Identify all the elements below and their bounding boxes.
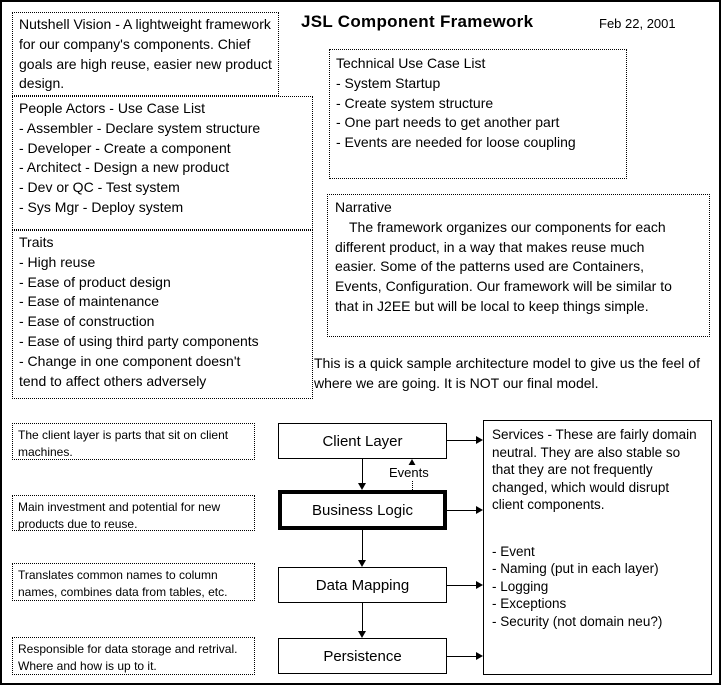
list-item: - Ease of using third party components: [19, 332, 259, 349]
arrow-right-icon: [476, 581, 483, 589]
arrow-down-icon: [358, 560, 366, 567]
list-item: - Exceptions: [492, 596, 567, 611]
layer-label-data-mapping: Data Mapping: [315, 576, 410, 594]
arrow-right-icon: [476, 652, 483, 660]
nutshell-vision-text: Nutshell Vision - A lightweight framewor…: [19, 16, 272, 92]
list-item: - Architect - Design a new product: [19, 159, 230, 176]
nutshell-vision-box: Nutshell Vision - A lightweight framewor…: [12, 12, 279, 96]
list-item: - Naming (put in each layer): [492, 561, 659, 576]
arrow-line: [447, 510, 477, 511]
layer-label-business-logic: Business Logic: [312, 501, 413, 519]
technical-use-case-title: Technical Use Case List: [336, 55, 486, 71]
arrow-line: [362, 459, 363, 485]
list-item: - Security (not domain neu?): [492, 613, 663, 629]
list-item: - Ease of product design: [19, 273, 171, 290]
layer-label-client: Client Layer: [322, 432, 403, 450]
traits-box: Traits - High reuse - Ease of product de…: [12, 230, 313, 399]
layer-box-persistence: Persistence: [278, 638, 447, 674]
arrow-line: [362, 530, 363, 561]
note-data-mapping: Translates common names to column names,…: [12, 563, 255, 601]
list-item: - Change in one component doesn't: [19, 352, 241, 369]
list-item: - Logging: [492, 578, 549, 594]
list-item: - Ease of construction: [19, 313, 155, 330]
page-title: JSL Component Framework: [301, 12, 534, 31]
list-item: - Events are needed for loose coupling: [336, 134, 576, 151]
list-item: - Ease of maintenance: [19, 293, 160, 310]
technical-use-case-box: Technical Use Case List - System Startup…: [329, 49, 627, 179]
list-item: - Event: [492, 543, 535, 559]
sample-model-note: This is a quick sample architecture mode…: [314, 355, 700, 391]
arrow-line: [362, 603, 363, 632]
arrow-right-icon: [476, 436, 483, 444]
arrow-line: [447, 656, 477, 657]
list-item: - System Startup: [336, 74, 441, 91]
arrow-down-icon: [358, 631, 366, 638]
list-item: - Assembler - Declare system structure: [19, 119, 261, 136]
services-text: Services - These are fairly domain neutr…: [492, 427, 697, 512]
note-business-logic-text: Main investment and potential for new pr…: [18, 500, 221, 531]
list-item: - One part needs to get another part: [336, 114, 560, 131]
note-business-logic: Main investment and potential for new pr…: [12, 495, 255, 531]
note-data-mapping-text: Translates common names to column names,…: [18, 568, 228, 599]
list-item: - Dev or QC - Test system: [19, 179, 180, 196]
list-item: - Create system structure: [336, 94, 494, 111]
note-persistence: Responsible for data storage and retriva…: [12, 637, 255, 675]
arrow-line: [447, 585, 477, 586]
list-item: - High reuse: [19, 253, 96, 270]
note-client-layer: The client layer is parts that sit on cl…: [12, 423, 255, 460]
arrow-down-icon: [358, 483, 366, 490]
arrow-right-icon: [476, 506, 483, 514]
narrative-text: The framework organizes our components f…: [335, 218, 672, 314]
arrow-up-icon: [408, 459, 416, 466]
narrative-box: Narrative The framework organizes our co…: [327, 194, 710, 337]
list-item: - Sys Mgr - Deploy system: [19, 198, 184, 215]
layer-label-persistence: Persistence: [323, 647, 402, 665]
events-label: Events: [387, 465, 431, 480]
date-label: Feb 22, 2001: [599, 16, 676, 31]
layer-box-data-mapping: Data Mapping: [278, 567, 447, 603]
layer-box-business-logic: Business Logic: [278, 490, 447, 530]
services-box: Services - These are fairly domain neutr…: [483, 420, 712, 675]
note-client-layer-text: The client layer is parts that sit on cl…: [18, 428, 229, 459]
arrow-line: [447, 440, 477, 441]
layer-box-client: Client Layer: [278, 423, 447, 459]
traits-title: Traits: [19, 234, 54, 250]
people-actors-box: People Actors - Use Case List - Assemble…: [12, 96, 313, 230]
note-persistence-text: Responsible for data storage and retriva…: [18, 642, 238, 673]
people-actors-title: People Actors - Use Case List: [19, 100, 205, 116]
list-item: tend to affect others adversely: [19, 372, 207, 389]
list-item: - Developer - Create a component: [19, 139, 231, 156]
narrative-title: Narrative: [335, 199, 392, 215]
services-list: - Event - Naming (put in each layer) - L…: [492, 543, 703, 631]
